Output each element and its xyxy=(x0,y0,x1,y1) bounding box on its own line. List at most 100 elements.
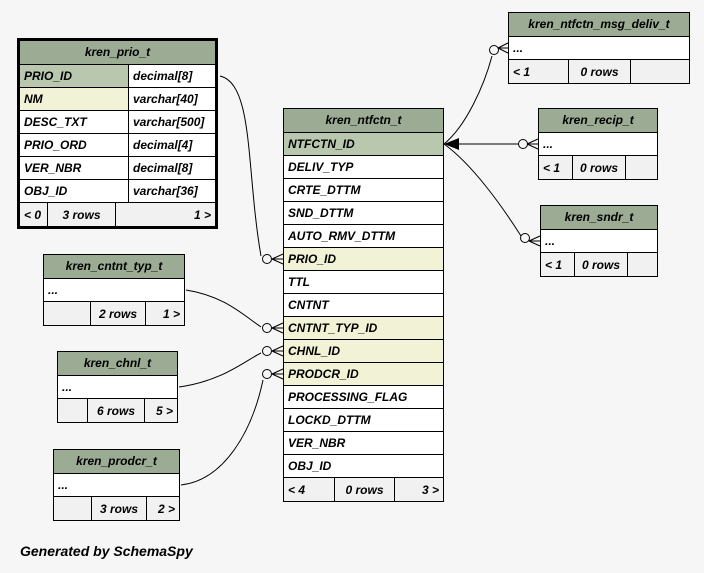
column-name: PRODCR_ID xyxy=(284,363,443,385)
table-footer: 6 rows 5 > xyxy=(58,399,177,422)
relationship-ntfctn-to-sndr xyxy=(443,143,541,247)
table-title[interactable]: kren_prio_t xyxy=(20,41,215,65)
table-row: ... xyxy=(539,133,657,156)
crowfoot-icon xyxy=(497,42,509,54)
column-type: varchar[500] xyxy=(128,111,215,133)
crowfoot-icon xyxy=(528,235,541,247)
table-row: CHNL_ID xyxy=(284,340,443,363)
table-row: VER_NBR xyxy=(284,432,443,455)
column-name: VER_NBR xyxy=(284,432,443,454)
crowfoot-icon xyxy=(271,322,284,334)
hidden-columns-ellipsis: ... xyxy=(541,230,657,252)
column-name: PRIO_ID xyxy=(20,65,128,87)
table-title[interactable]: kren_ntfctn_t xyxy=(284,109,443,133)
relationship-chnl-to-ntfctn xyxy=(178,345,284,388)
relationship-cntnt-typ-to-ntfctn xyxy=(185,289,284,334)
parents-count xyxy=(44,302,90,325)
table-row: DELIV_TYP xyxy=(284,156,443,179)
column-type: varchar[36] xyxy=(128,180,215,202)
table-row: PRIO_ID xyxy=(284,248,443,271)
children-count xyxy=(625,156,657,179)
table-footer: < 4 0 rows 3 > xyxy=(284,478,443,501)
column-type: decimal[4] xyxy=(128,134,215,156)
hidden-columns-ellipsis: ... xyxy=(509,37,689,59)
table-title[interactable]: kren_chnl_t xyxy=(58,352,177,376)
table-footer: < 1 0 rows xyxy=(541,253,657,276)
children-count: 1 > xyxy=(115,203,215,226)
column-name: NTFCTN_ID xyxy=(284,133,443,155)
hidden-columns-ellipsis: ... xyxy=(539,133,657,155)
crowfoot-icon xyxy=(271,253,284,265)
column-name: CRTE_DTTM xyxy=(284,179,443,201)
zero-or-many-icon xyxy=(262,346,272,356)
table-row: NTFCTN_ID xyxy=(284,133,443,156)
row-count: 3 rows xyxy=(91,497,146,520)
table-row: CNTNT xyxy=(284,294,443,317)
column-name: AUTO_RMV_DTTM xyxy=(284,225,443,247)
table-title[interactable]: kren_ntfctn_msg_deliv_t xyxy=(509,13,689,37)
table-kren-chnl-t[interactable]: kren_chnl_t ... 6 rows 5 > xyxy=(57,351,178,423)
column-type: decimal[8] xyxy=(128,65,215,87)
table-row: TTL xyxy=(284,271,443,294)
zero-or-many-icon xyxy=(489,45,499,55)
parents-count: < 0 xyxy=(20,203,47,226)
table-footer: 3 rows 2 > xyxy=(54,497,179,520)
table-title[interactable]: kren_recip_t xyxy=(539,109,657,133)
column-name: NM xyxy=(20,88,128,110)
crowfoot-icon xyxy=(271,345,284,357)
table-kren-sndr-t[interactable]: kren_sndr_t ... < 1 0 rows xyxy=(540,205,658,277)
table-row: ... xyxy=(54,474,179,497)
table-row: AUTO_RMV_DTTM xyxy=(284,225,443,248)
row-count: 0 rows xyxy=(568,60,630,83)
crowfoot-icon xyxy=(271,368,284,380)
table-footer: 2 rows 1 > xyxy=(44,302,184,325)
hidden-columns-ellipsis: ... xyxy=(44,279,184,301)
children-count: 2 > xyxy=(146,497,179,520)
table-kren-ntfctn-t[interactable]: kren_ntfctn_t NTFCTN_ID DELIV_TYP CRTE_D… xyxy=(283,108,444,502)
table-footer: < 1 0 rows xyxy=(509,60,689,83)
table-row: PRIO_ID decimal[8] xyxy=(20,65,215,88)
table-row: CNTNT_TYP_ID xyxy=(284,317,443,340)
column-name: DELIV_TYP xyxy=(284,156,443,178)
table-row: CRTE_DTTM xyxy=(284,179,443,202)
column-name: PRIO_ORD xyxy=(20,134,128,156)
row-count: 0 rows xyxy=(334,478,394,501)
zero-or-many-icon xyxy=(520,233,530,243)
table-kren-ntfctn-msg-deliv-t[interactable]: kren_ntfctn_msg_deliv_t ... < 1 0 rows xyxy=(508,12,690,84)
table-title[interactable]: kren_prodcr_t xyxy=(54,450,179,474)
table-footer: < 0 3 rows 1 > xyxy=(20,203,215,226)
table-row: SND_DTTM xyxy=(284,202,443,225)
table-kren-cntnt-typ-t[interactable]: kren_cntnt_typ_t ... 2 rows 1 > xyxy=(43,254,185,326)
row-count: 0 rows xyxy=(574,253,627,276)
relationship-ntfctn-to-recip xyxy=(444,138,539,150)
table-row: OBJ_ID varchar[36] xyxy=(20,180,215,203)
table-row: DESC_TXT varchar[500] xyxy=(20,111,215,134)
column-name: CNTNT_TYP_ID xyxy=(284,317,443,339)
children-count xyxy=(630,60,689,83)
table-row: NM varchar[40] xyxy=(20,88,215,111)
table-title[interactable]: kren_cntnt_typ_t xyxy=(44,255,184,279)
crowfoot-icon xyxy=(526,138,539,150)
zero-or-many-icon xyxy=(262,323,272,333)
table-kren-prio-t[interactable]: kren_prio_t PRIO_ID decimal[8] NM varcha… xyxy=(17,38,218,229)
column-name: DESC_TXT xyxy=(20,111,128,133)
row-count: 3 rows xyxy=(47,203,115,226)
children-count: 3 > xyxy=(394,478,443,501)
row-count: 6 rows xyxy=(87,399,144,422)
table-kren-prodcr-t[interactable]: kren_prodcr_t ... 3 rows 2 > xyxy=(53,449,180,521)
column-name: PRIO_ID xyxy=(284,248,443,270)
relationship-ntfctn-to-msg-deliv xyxy=(443,42,509,145)
table-kren-recip-t[interactable]: kren_recip_t ... < 1 0 rows xyxy=(538,108,658,180)
parents-count xyxy=(54,497,91,520)
table-title[interactable]: kren_sndr_t xyxy=(541,206,657,230)
table-row: PRIO_ORD decimal[4] xyxy=(20,134,215,157)
column-name: LOCKD_DTTM xyxy=(284,409,443,431)
children-count: 5 > xyxy=(144,399,177,422)
table-row: VER_NBR decimal[8] xyxy=(20,157,215,180)
column-type: varchar[40] xyxy=(128,88,215,110)
parents-count xyxy=(58,399,87,422)
relationship-prodcr-to-ntfctn xyxy=(180,368,284,486)
zero-or-many-icon xyxy=(518,139,528,149)
table-row: ... xyxy=(44,279,184,302)
